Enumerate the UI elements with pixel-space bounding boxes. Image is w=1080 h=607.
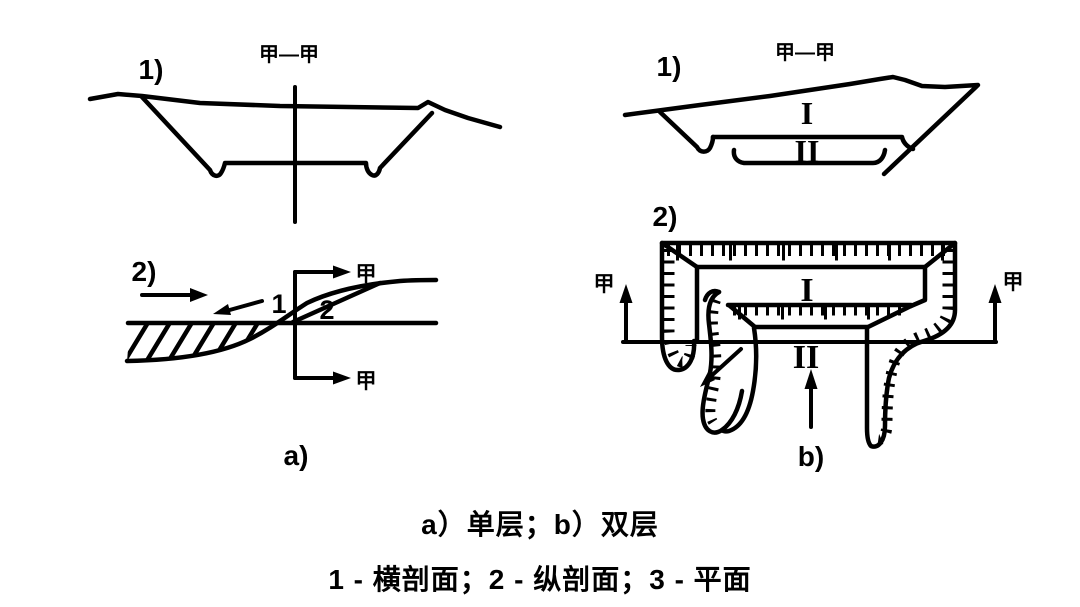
panel-a-section-mark: 甲—甲	[259, 44, 319, 66]
ramp-direction-arrow-shaft	[707, 347, 743, 380]
plan-corner-diagonal-right	[922, 240, 958, 270]
ramp-tongue-right-edge	[719, 325, 759, 434]
panel-a-ground-line	[87, 91, 503, 130]
curve-1-number: 1	[271, 289, 286, 319]
advance-direction-arrow-head	[804, 369, 818, 389]
panel-b-right-slope	[881, 83, 980, 177]
section-bracket-bottom-arrow-head	[333, 371, 351, 385]
jia-mark-left: 甲	[594, 273, 615, 296]
panel-b-caption: b)	[798, 441, 824, 472]
panel-b-left-slope	[657, 109, 716, 154]
bench-2-numeral: II	[795, 133, 820, 169]
section-bracket-top-arrow-head	[333, 265, 351, 279]
plan-bench2-outline	[727, 303, 870, 330]
panel-b-plan-view: 2)	[594, 201, 1024, 472]
crest-hachures-left	[663, 249, 697, 368]
ramp-direction-arrow-head	[700, 372, 715, 387]
panel-b-view2-index: 2)	[653, 201, 678, 232]
panel-b-bench2-floor	[731, 147, 888, 166]
ramp-tongue-hachures	[705, 298, 722, 425]
plan-bench1-outline	[694, 264, 928, 309]
bench-1-numeral: I	[801, 95, 813, 131]
ramp-tongue-left-edge	[700, 289, 745, 435]
curve-2-number: 2	[319, 295, 334, 325]
flow-direction-arrow-head	[190, 288, 208, 302]
plan-corner-diagonal-left	[659, 240, 700, 270]
plan-outer-crest-outline	[659, 240, 958, 449]
panel-a-view1-index: 1)	[139, 54, 164, 85]
plan-section-arrow-right-head	[988, 284, 1002, 303]
panel-a-caption: a)	[284, 440, 309, 471]
panel-a-excavation-outline	[139, 94, 435, 179]
figure-caption-line2: 1 - 横剖面；2 - 纵剖面；3 - 平面	[328, 564, 752, 595]
panel-b-ground-line	[622, 74, 981, 118]
panel-b-view1-index: 1)	[657, 51, 682, 82]
plan-level2-numeral: II	[793, 339, 819, 376]
panel-a-longitudinal-section: 2) 甲 甲 1 2 a)	[124, 256, 439, 471]
panel-a-cross-section: 1) 甲—甲	[87, 44, 503, 224]
excavation-direction-arrow-head	[213, 304, 231, 315]
plan-bench2-right-diagonal	[865, 303, 914, 330]
figure-caption-line1: a）单层；b）双层	[421, 509, 659, 540]
panel-a-view2-index: 2)	[132, 256, 157, 287]
excavation-direction-arrow-shaft	[224, 299, 264, 313]
ground-profile-curve-1	[124, 277, 439, 364]
slope-line-2	[290, 280, 383, 325]
jia-mark-right: 甲	[1003, 271, 1024, 294]
plan-level1-numeral: I	[800, 272, 813, 309]
plan-section-arrow-left-head	[619, 284, 633, 303]
panel-b-section-mark: 甲—甲	[775, 42, 835, 64]
panel-b-cross-section: 1) 甲—甲 I II	[622, 42, 981, 177]
jia-mark-bottom: 甲	[356, 370, 377, 393]
jia-mark-top: 甲	[356, 263, 377, 286]
ramp-tongue-top-hook	[702, 288, 722, 303]
